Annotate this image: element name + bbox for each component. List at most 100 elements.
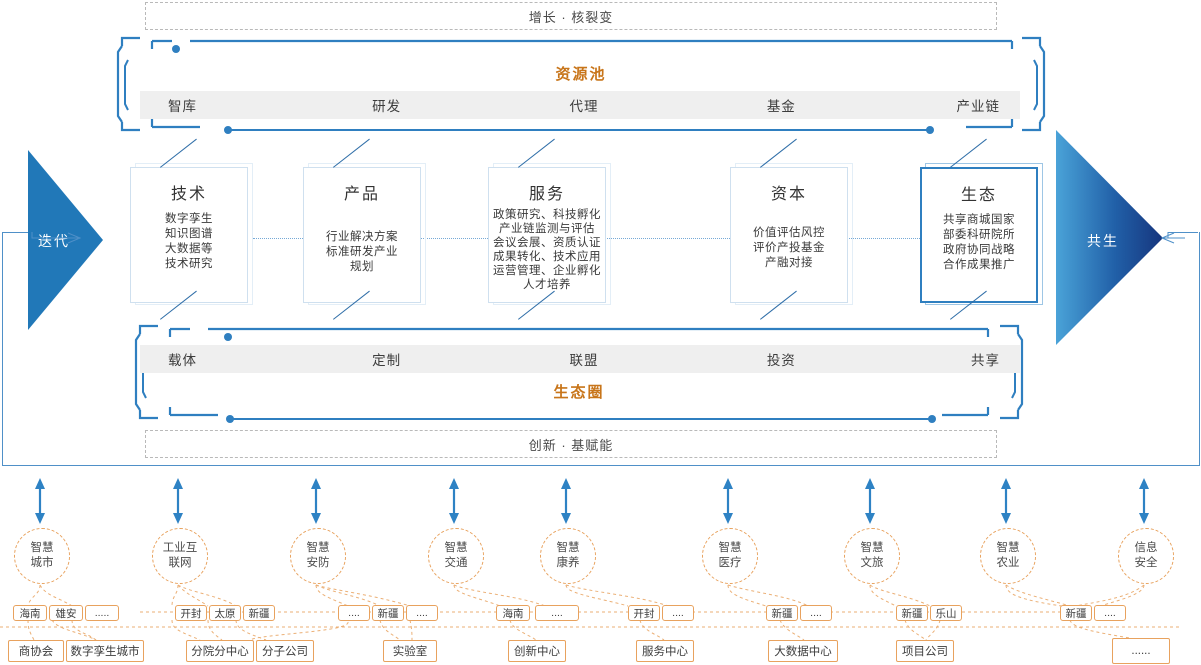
- domain-circle-smart-culture-tourism[interactable]: 智慧 文旅: [844, 528, 900, 584]
- domain-label-line2: 交通: [444, 557, 468, 569]
- entity-node[interactable]: 商协会: [8, 640, 64, 662]
- entity-node[interactable]: 分子公司: [256, 640, 314, 662]
- outer-loop-frame: [2, 232, 1200, 466]
- domain-circle-smart-traffic[interactable]: 智慧 交通: [428, 528, 484, 584]
- eco-item-3[interactable]: 投资: [766, 353, 796, 368]
- domain-circle-smart-agriculture[interactable]: 智慧 农业: [980, 528, 1036, 584]
- card-title-3: 资本: [770, 186, 807, 203]
- domain-label-line2: 联网: [168, 557, 192, 569]
- domain-label-line2: 农业: [996, 557, 1020, 569]
- card-technology[interactable]: 技术 数字孪生 知识图谱 大数据等 技术研究: [130, 167, 248, 303]
- card-line: 产业链监测与评估: [499, 223, 595, 235]
- eco-item-1[interactable]: 定制: [372, 353, 402, 368]
- region-tag[interactable]: 新疆: [1060, 605, 1092, 621]
- card-connector-0-1: [253, 238, 303, 239]
- pool-item-1[interactable]: 研发: [372, 99, 402, 114]
- region-tag-more[interactable]: ....: [338, 605, 370, 621]
- region-tag[interactable]: 海南: [496, 605, 530, 621]
- outer-loop-right-stub: [1168, 232, 1198, 233]
- region-tag[interactable]: 新疆: [896, 605, 928, 621]
- card-line: 行业解决方案: [326, 231, 398, 243]
- card-line: 技术研究: [165, 258, 213, 270]
- iteration-label: 迭代: [38, 233, 70, 249]
- card-line: 合作成果推广: [943, 259, 1015, 271]
- region-tag-more[interactable]: ....: [406, 605, 438, 621]
- card-body-0: 数字孪生 知识图谱 大数据等 技术研究: [165, 212, 213, 272]
- entity-node[interactable]: 实验室: [383, 640, 437, 662]
- region-tag-more[interactable]: ....: [800, 605, 832, 621]
- eco-item-4[interactable]: 共享: [970, 353, 1000, 368]
- card-body-4: 共享商城国家 部委科研院所 政府协同战略 合作成果推广: [943, 213, 1015, 273]
- card-line: 规划: [350, 261, 374, 273]
- outer-loop-left-stub: [2, 232, 32, 233]
- symbiosis-label: 共生: [1087, 233, 1119, 249]
- region-tag[interactable]: 开封: [628, 605, 660, 621]
- region-tag[interactable]: 开封: [175, 605, 207, 621]
- domain-label-line1: 工业互: [162, 542, 198, 554]
- pool-item-4[interactable]: 产业链: [956, 99, 1000, 114]
- eco-item-0[interactable]: 载体: [168, 353, 197, 368]
- entity-node[interactable]: 创新中心: [508, 640, 566, 662]
- eco-circle-title: 生态圈: [553, 384, 605, 401]
- card-ecology[interactable]: 生态 共享商城国家 部委科研院所 政府协同战略 合作成果推广: [920, 167, 1038, 303]
- card-line: 产融对接: [765, 257, 813, 269]
- card-title-1: 产品: [343, 186, 380, 203]
- bottom-banner: 创新 · 基赋能: [145, 430, 997, 458]
- top-banner: 增长 · 核裂变: [145, 2, 997, 30]
- domain-circle-smart-security[interactable]: 智慧 安防: [290, 528, 346, 584]
- card-line: 政策研究、科技孵化: [493, 209, 601, 221]
- domain-label-line2: 文旅: [860, 557, 884, 569]
- card-connector-2-3: [604, 238, 730, 239]
- domain-label-line1: 智慧: [306, 542, 330, 554]
- domain-circle-industrial-internet[interactable]: 工业互 联网: [152, 528, 208, 584]
- domain-label-line2: 安防: [306, 557, 330, 569]
- card-line: 人才培养: [523, 279, 571, 291]
- domain-label-line2: 城市: [30, 557, 54, 569]
- pool-item-0[interactable]: 智库: [168, 99, 197, 114]
- entity-node[interactable]: 数字孪生城市: [66, 640, 144, 662]
- card-line: 知识图谱: [165, 228, 213, 240]
- domain-label-line1: 智慧: [444, 542, 468, 554]
- region-tag-more[interactable]: ....: [1094, 605, 1126, 621]
- entity-node[interactable]: 分院分中心: [186, 640, 254, 662]
- entity-node[interactable]: 项目公司: [896, 640, 954, 662]
- card-capital[interactable]: 资本 价值评估风控 评价产投基金 产融对接: [730, 167, 848, 303]
- card-line: 标准研发产业: [326, 246, 398, 258]
- entity-node[interactable]: 服务中心: [636, 640, 694, 662]
- region-tag[interactable]: 雄安: [49, 605, 83, 621]
- iteration-triangle: [28, 150, 103, 330]
- card-line: 部委科研院所: [943, 229, 1015, 241]
- region-tag[interactable]: 乐山: [930, 605, 962, 621]
- entity-node-more[interactable]: ......: [1112, 638, 1170, 664]
- card-body-3: 价值评估风控 评价产投基金 产融对接: [753, 226, 825, 271]
- domain-label-line1: 智慧: [556, 542, 580, 554]
- region-tag-more[interactable]: .....: [85, 605, 119, 621]
- entity-node[interactable]: 大数据中心: [768, 640, 838, 662]
- eco-item-2[interactable]: 联盟: [569, 353, 599, 368]
- domain-label-line2: 医疗: [718, 557, 742, 569]
- domain-circle-smart-city[interactable]: 智慧 城市: [14, 528, 70, 584]
- card-body-1: 行业解决方案 标准研发产业 规划: [326, 230, 398, 275]
- region-tag-more[interactable]: ....: [662, 605, 694, 621]
- top-banner-label: 增长 · 核裂变: [528, 9, 614, 25]
- region-tag[interactable]: 海南: [13, 605, 47, 621]
- region-tag-more[interactable]: ....: [535, 605, 579, 621]
- card-service[interactable]: 服务 政策研究、科技孵化 产业链监测与评估 会议会展、资质认证 成果转化、技术应…: [488, 167, 606, 303]
- domain-circle-info-security[interactable]: 信息 安全: [1118, 528, 1174, 584]
- region-tag[interactable]: 太原: [209, 605, 241, 621]
- domain-label-line1: 智慧: [996, 542, 1020, 554]
- domain-circle-smart-health[interactable]: 智慧 康养: [540, 528, 596, 584]
- region-tag[interactable]: 新疆: [372, 605, 404, 621]
- region-tag[interactable]: 新疆: [766, 605, 798, 621]
- domain-label-line1: 智慧: [860, 542, 884, 554]
- bottom-banner-label: 创新 · 基赋能: [528, 437, 614, 453]
- pool-item-2[interactable]: 代理: [569, 99, 599, 114]
- card-body-2: 政策研究、科技孵化 产业链监测与评估 会议会展、资质认证 成果转化、技术应用 运…: [493, 208, 601, 292]
- card-title-4: 生态: [960, 187, 997, 204]
- card-product[interactable]: 产品 行业解决方案 标准研发产业 规划: [303, 167, 421, 303]
- domain-circle-smart-medical[interactable]: 智慧 医疗: [702, 528, 758, 584]
- card-line: 成果转化、技术应用: [493, 251, 601, 263]
- pool-item-3[interactable]: 基金: [766, 99, 796, 114]
- region-tag[interactable]: 新疆: [243, 605, 275, 621]
